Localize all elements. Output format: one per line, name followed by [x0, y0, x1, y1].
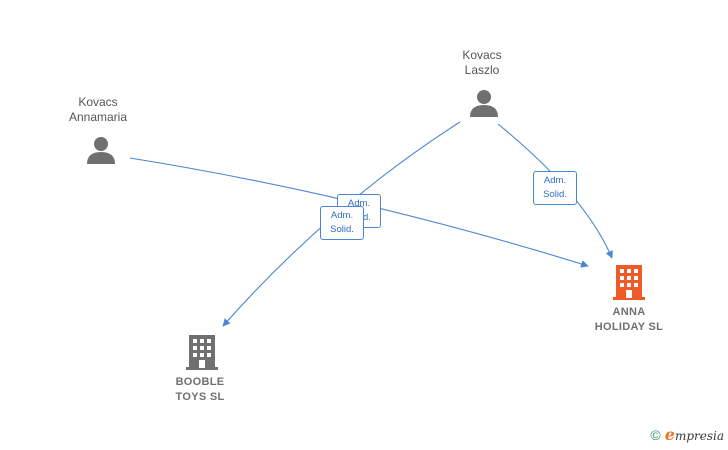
person-icon[interactable]: [469, 88, 499, 118]
copyright-symbol: ©: [650, 426, 661, 443]
building-icon[interactable]: [186, 334, 218, 370]
brand-name: mpresia: [674, 429, 724, 443]
company-anna-name-line2: HOLIDAY SL: [594, 321, 664, 333]
company-booble-name-line2: TOYS SL: [175, 391, 225, 403]
edge-label-role-type: Solid.: [543, 189, 567, 200]
edge-label-laszlo-to-booble[interactable]: Adm. Solid.: [320, 206, 364, 240]
person-annamaria-given-name: Annamaria: [68, 110, 128, 124]
brand-logo[interactable]: empresia: [665, 425, 724, 444]
company-anna-label: ANNA HOLIDAY SL: [582, 305, 676, 335]
person-annamaria-label: Kovacs Annamaria: [58, 95, 138, 125]
edge-label-role-type: Solid.: [330, 224, 354, 235]
person-laszlo-given-name: Laszlo: [464, 63, 500, 77]
edge-label-laszlo-to-anna[interactable]: Adm. Solid.: [533, 171, 577, 205]
person-icon[interactable]: [86, 135, 116, 165]
edge-label-role: Adm.: [330, 210, 354, 221]
company-booble-label: BOOBLE TOYS SL: [160, 375, 240, 405]
brand-initial: e: [664, 425, 675, 444]
company-booble-name-line1: BOOBLE: [175, 376, 225, 388]
copyright-footer: © empresia: [650, 425, 724, 444]
building-icon[interactable]: [613, 264, 645, 300]
person-annamaria-surname: Kovacs: [78, 95, 118, 109]
person-laszlo-surname: Kovacs: [462, 48, 502, 62]
edge-label-role: Adm.: [347, 198, 371, 209]
person-laszlo-label: Kovacs Laszlo: [442, 48, 522, 78]
company-anna-name-line1: ANNA: [612, 306, 646, 318]
edge-label-role: Adm.: [543, 175, 567, 186]
